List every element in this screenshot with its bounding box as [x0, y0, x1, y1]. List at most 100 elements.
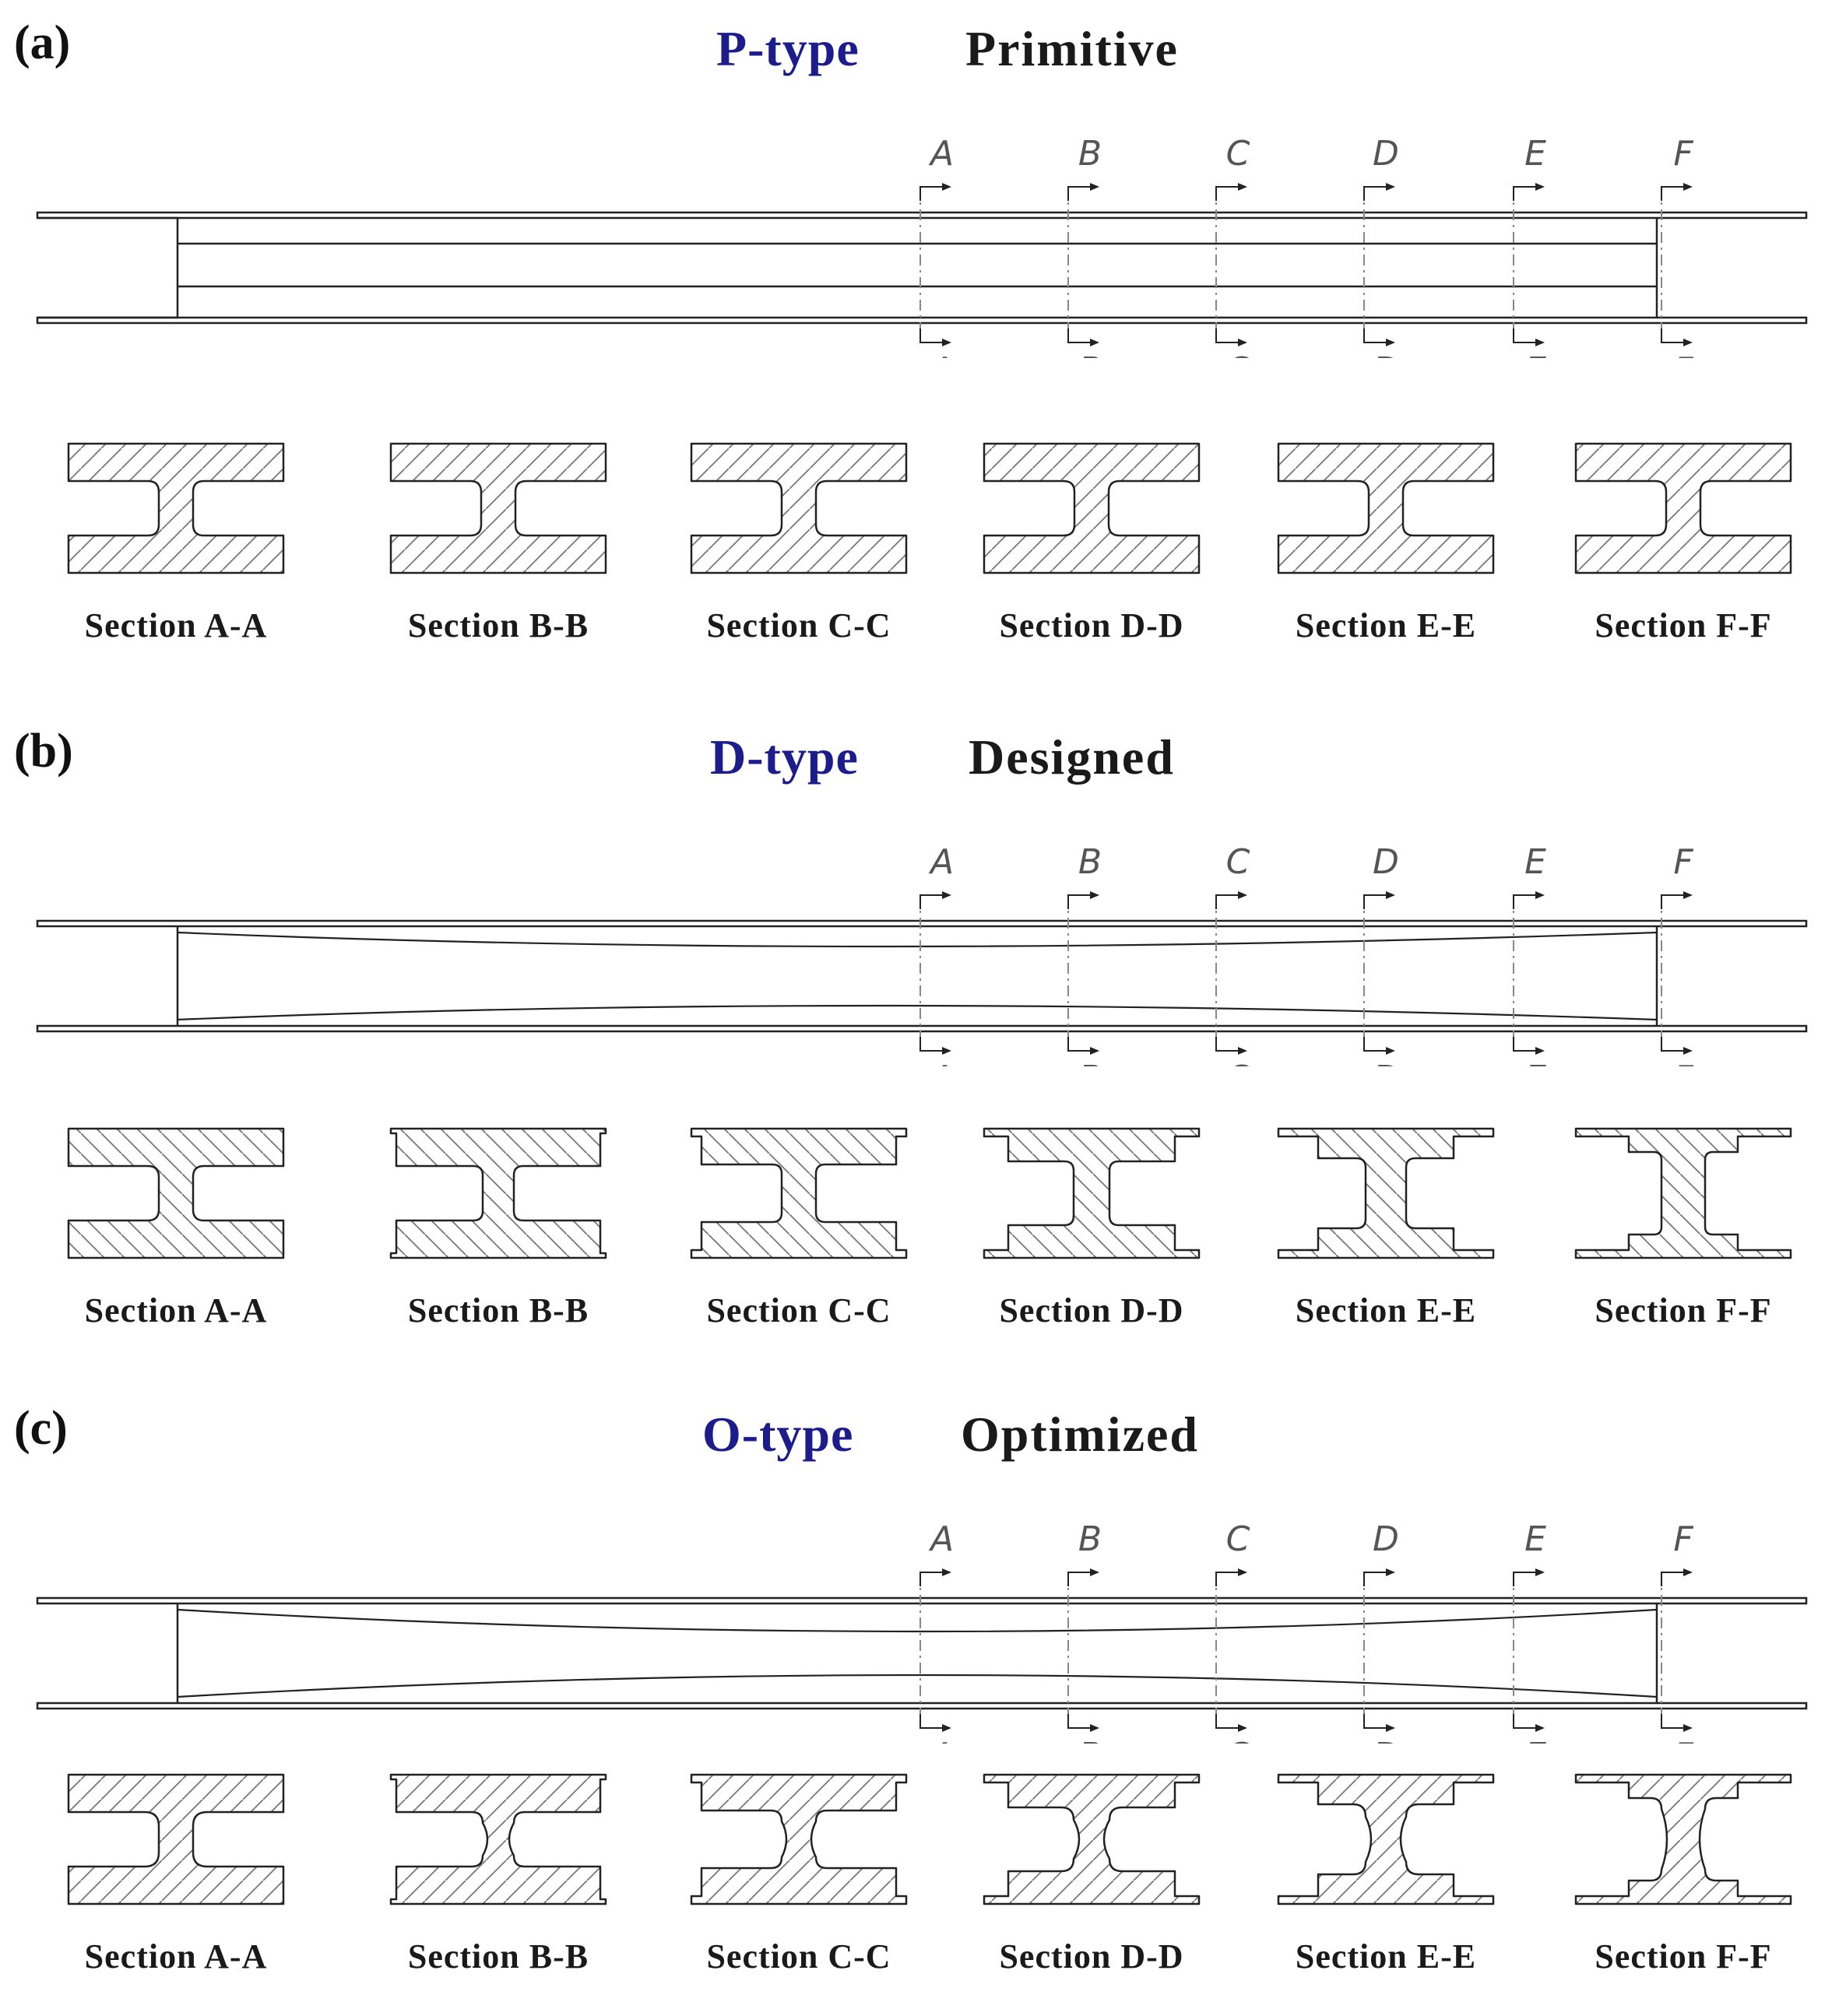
- arrowhead: [1386, 1724, 1395, 1732]
- cut-letter: B: [1078, 1736, 1102, 1744]
- section-label: Section D-D: [999, 606, 1183, 644]
- cut-arrow-bottom: [1067, 1037, 1096, 1052]
- cut-letter: B: [1078, 1519, 1102, 1559]
- cut-letter: C: [1226, 350, 1250, 358]
- arrowhead: [1238, 1047, 1247, 1055]
- web-edge-bottom: [177, 1004, 1658, 1021]
- cut-arrow-top: [919, 186, 948, 201]
- arrowhead: [1090, 183, 1099, 191]
- cut-arrow-top: [1215, 186, 1244, 201]
- cut-letter: C: [1226, 1519, 1250, 1559]
- arrowhead: [1238, 1568, 1247, 1576]
- cut-arrow-top: [1661, 894, 1690, 909]
- arrowhead: [942, 1724, 951, 1732]
- section-label: Section F-F: [1595, 606, 1771, 644]
- cut-arrow-bottom: [1661, 328, 1690, 343]
- cut-letter: C: [1226, 1736, 1250, 1744]
- type-name: P-type: [716, 21, 860, 76]
- arrowhead: [1386, 1047, 1395, 1055]
- cut-letter: B: [1078, 1059, 1102, 1066]
- cut-letter: A: [928, 134, 954, 174]
- cut-letter: B: [1078, 134, 1102, 174]
- type-name: D-type: [710, 729, 859, 785]
- section-label: Section E-E: [1296, 1937, 1476, 1976]
- cut-letter: B: [1078, 350, 1102, 358]
- web-edge-bottom: [177, 1674, 1658, 1698]
- cross-section-shape: [1574, 442, 1792, 574]
- section-label: Section B-B: [408, 1937, 589, 1976]
- cross-section-shape: [690, 442, 908, 574]
- arrowhead: [1535, 339, 1545, 346]
- cut-arrow-bottom: [1363, 1037, 1392, 1052]
- arrowhead: [942, 183, 951, 191]
- beam-elevation-drawing: AABBCCDDEEFF: [36, 1519, 1808, 1744]
- section-label: Section B-B: [408, 1291, 589, 1329]
- cut-arrow-bottom: [1067, 1714, 1096, 1729]
- cut-arrow-top: [1661, 1572, 1690, 1586]
- cross-section-shape: [1277, 1127, 1495, 1259]
- section-label: Section B-B: [408, 606, 589, 644]
- arrowhead: [1683, 1568, 1693, 1576]
- cut-letter: A: [928, 1736, 954, 1744]
- arrowhead: [1535, 1724, 1545, 1732]
- section-label: Section A-A: [85, 1291, 268, 1329]
- cut-arrow-top: [1067, 894, 1096, 909]
- cut-arrow-top: [919, 1572, 948, 1586]
- cut-letter: A: [928, 350, 954, 358]
- panel-label: (b): [14, 725, 73, 778]
- arrowhead: [942, 1047, 951, 1055]
- panel-a: (a) P-type Primitive AABBCCDDEEFF Sectio…: [0, 16, 1846, 685]
- cut-letter: C: [1226, 1059, 1250, 1066]
- cut-letter: F: [1673, 842, 1693, 882]
- cut-letter: D: [1373, 1059, 1399, 1066]
- arrowhead: [942, 1568, 951, 1576]
- cut-letter: A: [928, 842, 954, 882]
- cut-letter: F: [1673, 1736, 1693, 1744]
- cut-letter: C: [1226, 134, 1250, 174]
- arrowhead: [1090, 339, 1099, 346]
- bottom-flange: [36, 1702, 1808, 1710]
- arrowhead: [1535, 1568, 1545, 1576]
- cut-letter: D: [1373, 842, 1399, 882]
- type-description: Primitive: [965, 21, 1179, 76]
- cut-arrow-top: [919, 894, 948, 909]
- cut-arrow-top: [1363, 894, 1392, 909]
- web-edge-top: [177, 931, 1658, 948]
- cross-section-shape: [1277, 1773, 1495, 1905]
- panel-label: (c): [14, 1402, 68, 1455]
- cross-section-shape: [690, 1127, 908, 1259]
- cut-arrow-top: [1513, 894, 1542, 909]
- arrowhead: [1535, 183, 1545, 191]
- section-label: Section F-F: [1595, 1937, 1771, 1976]
- cut-arrow-top: [1513, 1572, 1542, 1586]
- cut-letter: B: [1078, 842, 1102, 882]
- arrowhead: [1238, 339, 1247, 346]
- panel-label: (a): [14, 16, 71, 69]
- cut-arrow-bottom: [1661, 1714, 1690, 1729]
- arrowhead: [1683, 1724, 1693, 1732]
- cut-letter: F: [1673, 350, 1693, 358]
- cut-letter: E: [1524, 350, 1546, 358]
- cut-arrow-top: [1067, 1572, 1096, 1586]
- type-name: O-type: [702, 1407, 854, 1462]
- cut-arrow-top: [1661, 186, 1690, 201]
- cross-section-shape: [389, 1773, 607, 1905]
- cut-arrow-bottom: [919, 1037, 948, 1052]
- cut-letter: D: [1373, 1519, 1399, 1559]
- section-label: Section C-C: [706, 606, 891, 644]
- top-flange: [36, 1596, 1808, 1605]
- cut-arrow-bottom: [1215, 1714, 1244, 1729]
- cut-arrow-bottom: [1513, 1037, 1542, 1052]
- cross-section-shape: [67, 442, 285, 574]
- arrowhead: [1238, 891, 1247, 899]
- cross-section-shape: [983, 1127, 1201, 1259]
- cut-letter: C: [1226, 842, 1250, 882]
- section-label: Section D-D: [999, 1291, 1183, 1329]
- cut-arrow-top: [1067, 186, 1096, 201]
- cut-letter: E: [1524, 842, 1546, 882]
- cross-section-shape: [389, 442, 607, 574]
- type-description: Optimized: [961, 1407, 1199, 1462]
- cut-letter: F: [1673, 1059, 1693, 1066]
